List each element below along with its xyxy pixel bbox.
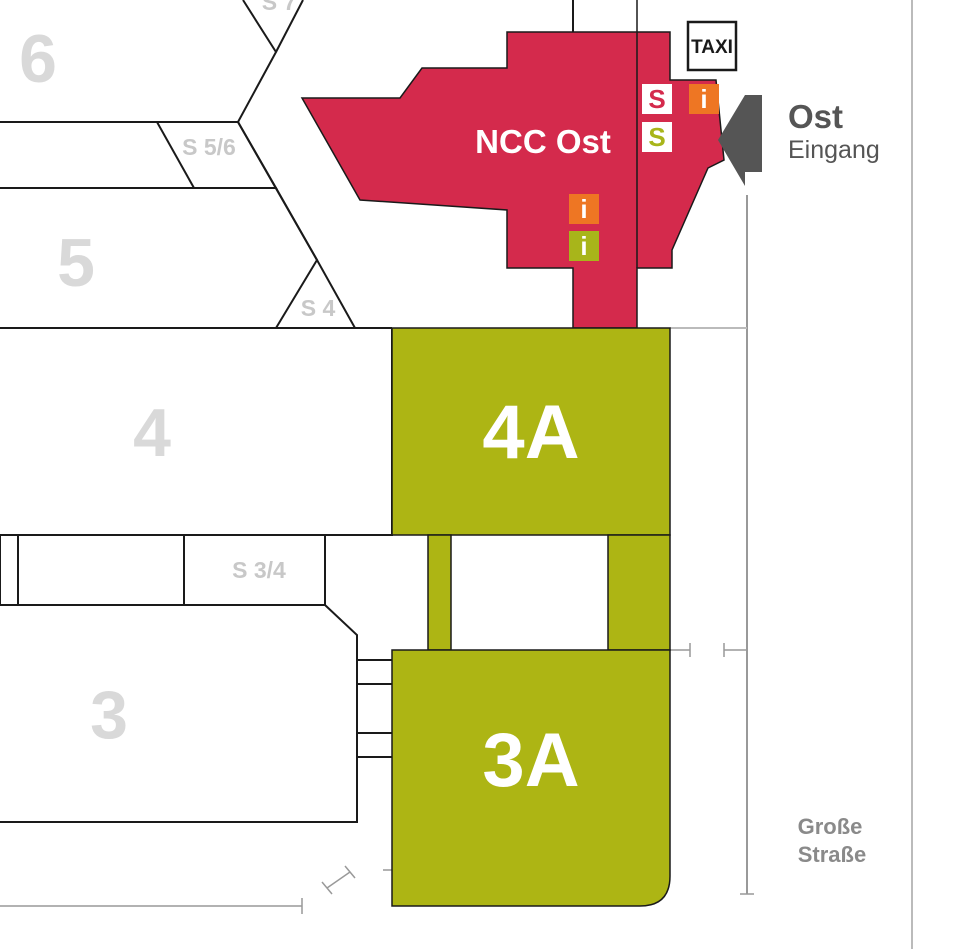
svg-text:S: S (648, 84, 665, 114)
taxi-sign: TAXI (686, 20, 738, 72)
hall-4a-label: 4A (482, 390, 579, 475)
passage-s4-label: S 4 (301, 295, 336, 321)
passage-s56-label: S 5/6 (182, 134, 236, 160)
hall-5-label: 5 (57, 225, 95, 301)
hall-4-label: 4 (133, 395, 171, 471)
street-name-line2: Straße (798, 842, 866, 867)
svg-text:S: S (648, 122, 665, 152)
s-bahn-icon: S (642, 84, 672, 114)
svg-text:i: i (580, 194, 587, 224)
s-bahn-icon: S (642, 122, 672, 152)
svg-text:i: i (580, 231, 587, 261)
ncc-ost-building[interactable]: NCC Ost (300, 0, 725, 329)
hall-3a-label: 3A (482, 718, 579, 803)
entrance-title: Ost (788, 98, 843, 135)
hall-4-outline (0, 328, 393, 536)
svg-text:i: i (700, 84, 707, 114)
hall-6-label: 6 (19, 21, 57, 97)
hall-3a[interactable]: 3A (391, 649, 671, 907)
hall-4a[interactable]: 4A (391, 327, 671, 536)
hall-connectors (427, 534, 671, 651)
ncc-icons: S i S i i (569, 84, 719, 261)
passage-s34-label: S 3/4 (232, 557, 286, 583)
taxi-label: TAXI (691, 37, 733, 58)
info-icon: i (569, 231, 599, 261)
passage-s7-label: S 7 (262, 0, 297, 15)
hall-3-label: 3 (90, 677, 128, 753)
hall-5-outline (0, 187, 319, 329)
road-lines (0, 0, 913, 949)
entrance-arrow-icon (718, 95, 762, 186)
street-name-line1: Große (798, 814, 863, 839)
info-icon: i (689, 84, 719, 114)
ncc-ost-label: NCC Ost (475, 123, 611, 160)
hall-3-outline (0, 604, 358, 823)
entrance-subtitle: Eingang (788, 136, 880, 164)
info-icon: i (569, 194, 599, 224)
